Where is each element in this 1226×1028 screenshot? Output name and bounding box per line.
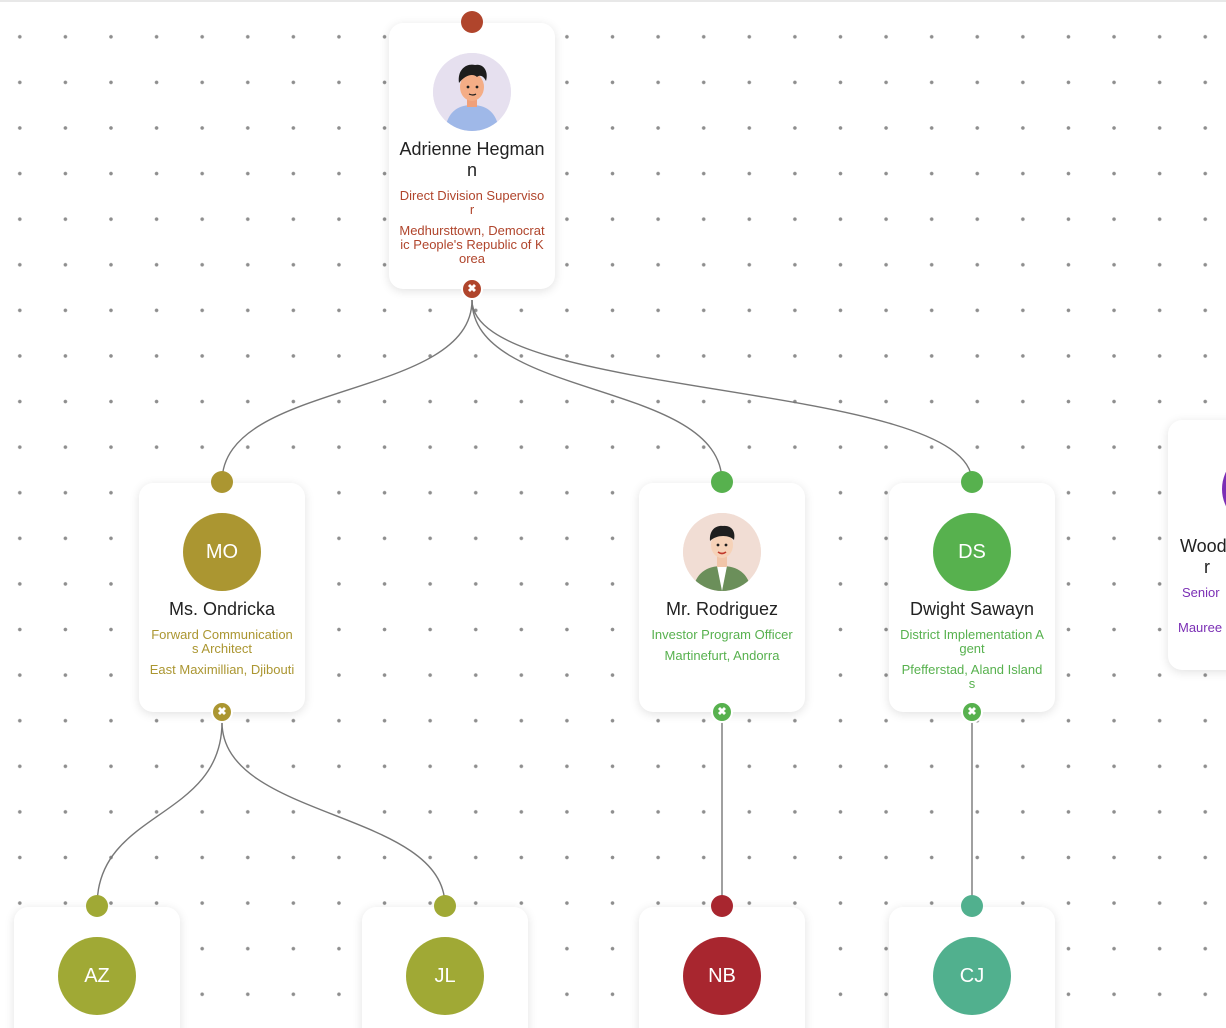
collapse-toggle-icon[interactable]: ✖	[461, 278, 483, 300]
node-top-port	[211, 471, 233, 493]
edge-root-sawayn	[471, 299, 973, 483]
node-name: Wood	[1180, 536, 1226, 556]
node-title: Direct Division Supervisor	[399, 188, 545, 217]
node-name-line2: r	[1204, 557, 1210, 577]
man-avatar-icon	[683, 513, 761, 591]
node-location: Pfefferstad, Aland Islands	[901, 662, 1043, 691]
node-top-port	[961, 895, 983, 917]
node-title: Forward Communications Architect	[151, 627, 293, 656]
node-dwight-sawayn[interactable]: DS Dwight Sawayn District Implementation…	[889, 471, 1055, 723]
node-name: Mr. Rodriguez	[665, 599, 779, 619]
edge-root-ondricka	[221, 299, 473, 483]
node-cj[interactable]: CJ	[889, 895, 1055, 1028]
node-location: Mauree	[1178, 620, 1223, 635]
initials-avatar	[1222, 450, 1226, 528]
node-top-port	[711, 895, 733, 917]
node-top-port	[86, 895, 108, 917]
edge-ondricka-jl	[221, 721, 446, 907]
node-az[interactable]: AZ	[14, 895, 180, 1028]
initials-avatar: CJ	[933, 937, 1011, 1015]
collapse-toggle-icon[interactable]: ✖	[211, 701, 233, 723]
collapse-toggle-icon[interactable]: ✖	[961, 701, 983, 723]
initials-avatar: JL	[406, 937, 484, 1015]
initials-avatar: DS	[933, 513, 1011, 591]
node-title: District Implementation Agent	[900, 627, 1044, 656]
node-top-port	[961, 471, 983, 493]
node-top-port	[434, 895, 456, 917]
node-name: Adrienne Hegmann	[399, 139, 545, 180]
node-location: Martinefurt, Andorra	[664, 648, 780, 663]
node-name: Dwight Sawayn	[909, 599, 1035, 619]
edge-ondricka-az	[96, 721, 223, 907]
initials-avatar: AZ	[58, 937, 136, 1015]
collapse-toggle-icon[interactable]: ✖	[711, 701, 733, 723]
node-ms-ondricka[interactable]: MO Ms. Ondricka Forward Communications A…	[139, 471, 305, 723]
node-top-port	[461, 11, 483, 33]
man-avatar-icon	[433, 53, 511, 131]
edge-root-rodriguez	[471, 299, 723, 483]
node-name: Ms. Ondricka	[168, 599, 276, 619]
node-partial-offscreen[interactable]: Wood r Senior Mauree	[1168, 420, 1226, 670]
node-adrienne-hegmann[interactable]: Adrienne Hegmann Direct Division Supervi…	[389, 11, 555, 300]
node-top-port	[711, 471, 733, 493]
node-location: Medhursttown, Democratic People's Republ…	[399, 223, 545, 266]
node-mr-rodriguez[interactable]: Mr. Rodriguez Investor Program Officer M…	[639, 471, 805, 723]
initials-avatar: NB	[683, 937, 761, 1015]
node-title: Investor Program Officer	[651, 627, 793, 642]
node-jl[interactable]: JL	[362, 895, 528, 1028]
node-nb[interactable]: NB	[639, 895, 805, 1028]
initials-avatar: MO	[183, 513, 261, 591]
node-title: Senior	[1182, 585, 1220, 600]
node-location: East Maximillian, Djibouti	[149, 662, 295, 677]
